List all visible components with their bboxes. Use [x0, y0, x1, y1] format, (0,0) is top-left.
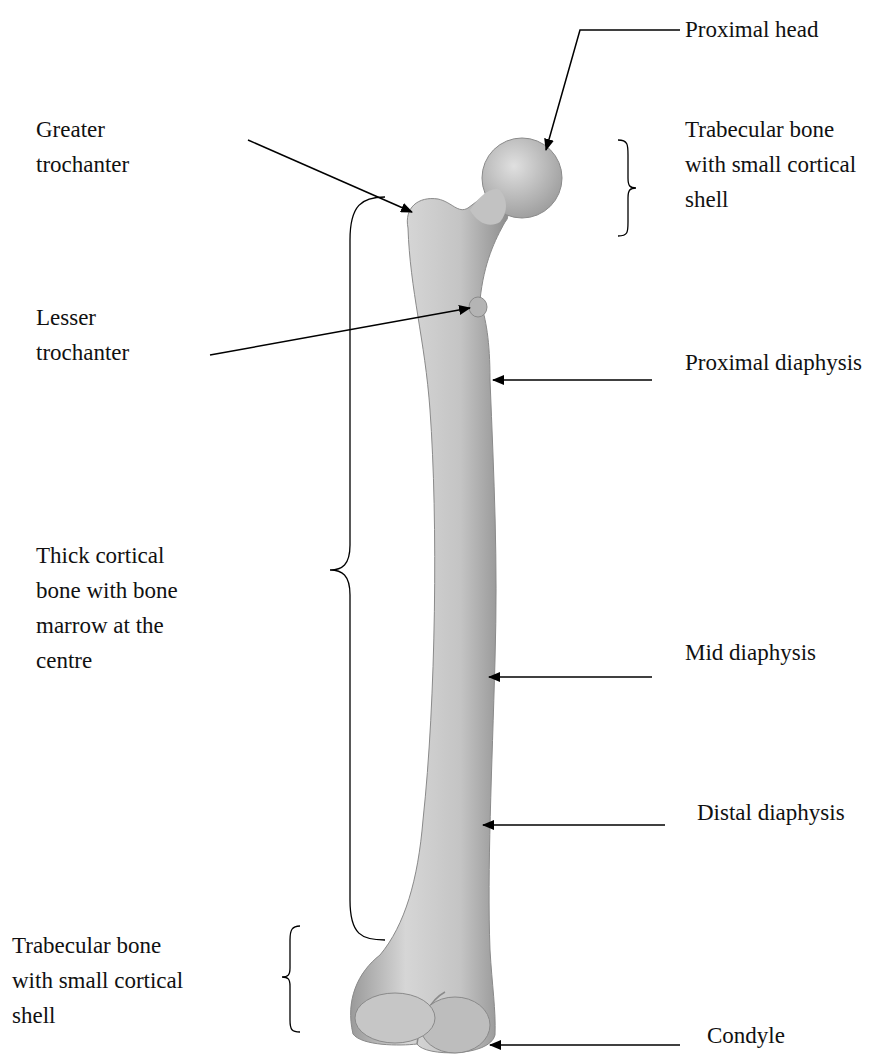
brace-brackets [282, 140, 636, 1032]
femur-bone [351, 190, 508, 1053]
part-label: Trabecular bone with small cortical shel… [685, 112, 870, 217]
neck-join [470, 189, 506, 225]
part-label: Distal diaphysis [697, 795, 877, 830]
part-label: Proximal head [685, 12, 885, 47]
part-label: Thick cortical bone with bone marrow at … [36, 538, 204, 678]
part-label: Lesser trochanter [36, 300, 166, 370]
part-label: Mid diaphysis [685, 635, 865, 670]
part-label: Trabecular bone with small cortical shel… [12, 928, 197, 1033]
lesser-trochanter [469, 297, 487, 317]
part-label: Proximal diaphysis [685, 345, 865, 380]
leader-lines [210, 30, 680, 1045]
part-label: Greater trochanter [36, 112, 161, 182]
lateral-condyle [355, 993, 435, 1043]
part-label: Condyle [707, 1018, 877, 1053]
